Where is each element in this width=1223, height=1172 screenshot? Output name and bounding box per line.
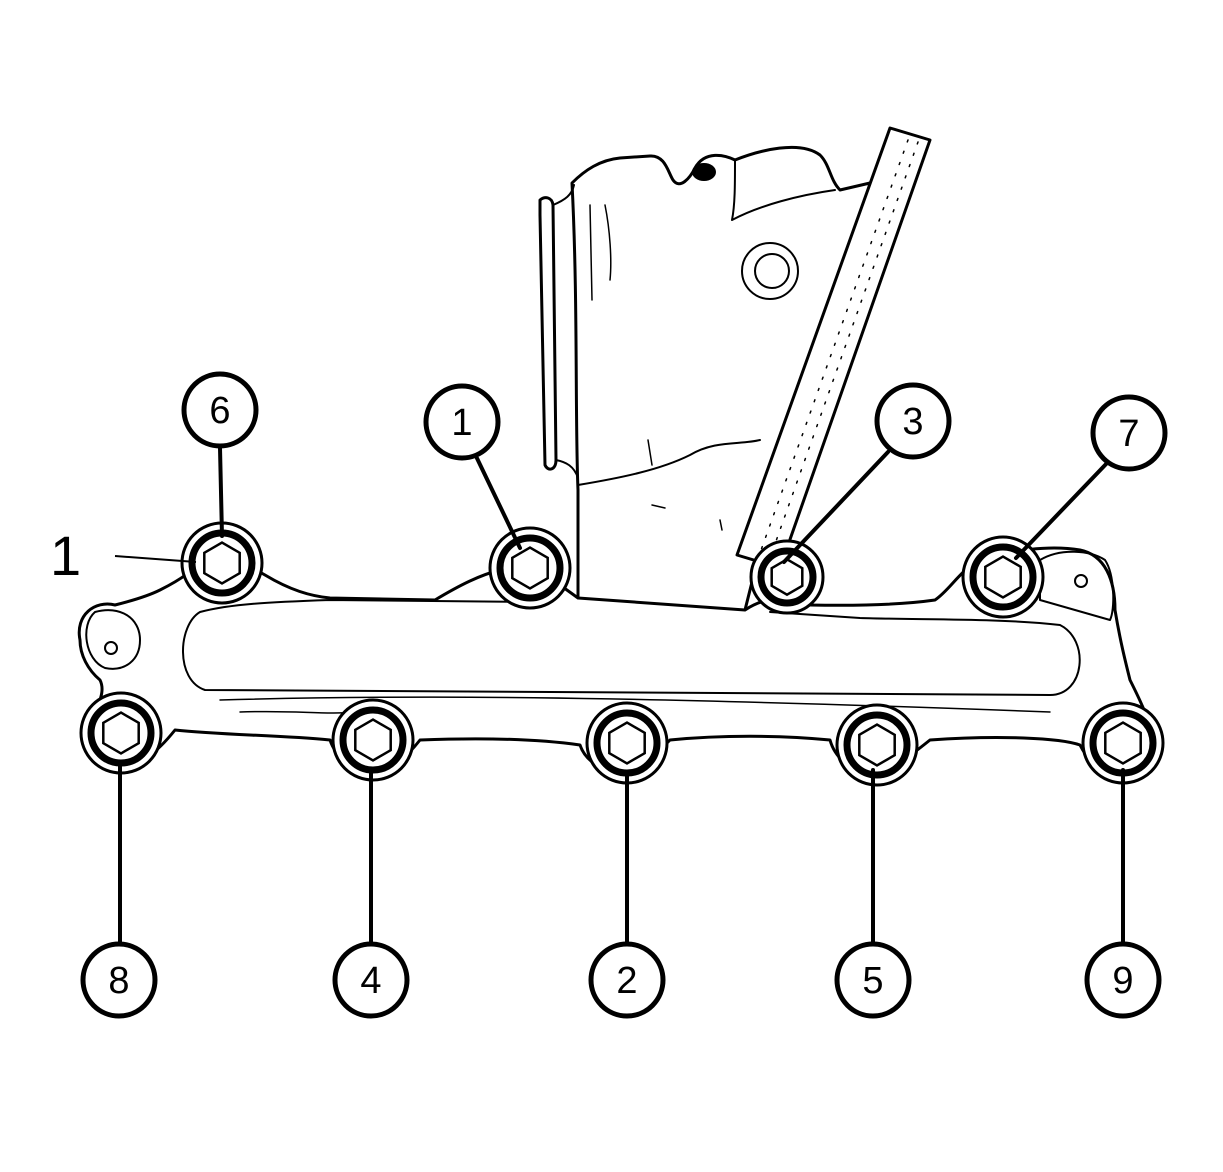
callout-5-circle xyxy=(834,941,912,1019)
callout-9-number: 9 xyxy=(1112,960,1133,1002)
leader-7 xyxy=(1014,460,1110,560)
bolt-group xyxy=(79,521,1165,787)
strap-rivet-pattern xyxy=(759,139,919,559)
bolt-7-hex-head xyxy=(984,555,1022,599)
leader-3 xyxy=(782,450,890,564)
bolt-2-hex-head xyxy=(608,721,646,765)
bolt-5 xyxy=(835,703,919,787)
leader-1 xyxy=(472,450,522,550)
callout-7-number: 7 xyxy=(1118,413,1139,455)
callout-6: 6 xyxy=(181,371,259,449)
callout-6-circle xyxy=(181,371,259,449)
left-mount-ear xyxy=(85,609,141,670)
outlet-flange-edge xyxy=(552,184,579,479)
callout-9-circle xyxy=(1084,941,1162,1019)
bolt-6-hex-head xyxy=(203,541,241,585)
leader-lines xyxy=(114,446,1125,944)
callout-2-circle xyxy=(588,941,666,1019)
callout-3-circle xyxy=(874,382,952,460)
bolt-8 xyxy=(79,691,163,775)
bolt-4 xyxy=(331,698,415,782)
bolt-9 xyxy=(1081,701,1165,785)
callout-7: 7 xyxy=(1090,394,1168,472)
housing-lower-contour xyxy=(577,439,761,486)
bolt-9-hex-head xyxy=(1104,721,1142,765)
outlet-housing xyxy=(570,145,872,613)
part-label: 1 xyxy=(50,524,81,587)
bolt-3 xyxy=(749,539,825,615)
left-ear-hole xyxy=(104,641,118,655)
callout-4: 4 xyxy=(332,941,410,1019)
right-mount-ear xyxy=(1039,550,1115,621)
callout-8-circle xyxy=(80,941,158,1019)
bolt-1 xyxy=(488,526,572,610)
bolt-8-hex-head xyxy=(102,711,140,755)
manifold-log-inner xyxy=(182,599,1081,696)
callout-4-circle xyxy=(332,941,410,1019)
callout-3: 3 xyxy=(874,382,952,460)
callout-8: 8 xyxy=(80,941,158,1019)
housing-contour xyxy=(731,159,836,221)
callout-9: 9 xyxy=(1084,941,1162,1019)
housing-boss-inner xyxy=(754,253,790,289)
callout-5: 5 xyxy=(834,941,912,1019)
callout-6-number: 6 xyxy=(209,390,230,432)
bolt-5-hex-head xyxy=(858,723,896,767)
leader-6 xyxy=(218,446,224,538)
housing-boss xyxy=(741,242,799,300)
bolt-2 xyxy=(585,701,669,785)
outlet-flange-ring xyxy=(538,196,558,471)
callout-1-circle xyxy=(423,383,501,461)
right-ear-hole xyxy=(1074,574,1088,588)
housing-hole xyxy=(692,163,716,181)
callout-5-number: 5 xyxy=(862,960,883,1002)
callout-1: 1 xyxy=(423,383,501,461)
callout-2-number: 2 xyxy=(616,960,637,1002)
callout-8-number: 8 xyxy=(108,960,129,1002)
bolt-4-hex-head xyxy=(354,718,392,762)
bolt-3-hex-head xyxy=(770,557,804,597)
callout-3-number: 3 xyxy=(902,401,923,443)
part-label-leader xyxy=(114,555,197,563)
exhaust-manifold-illustration xyxy=(77,126,1154,777)
bolt-7 xyxy=(961,535,1045,619)
callout-2: 2 xyxy=(588,941,666,1019)
bolt-1-hex-head xyxy=(511,546,549,590)
callout-7-circle xyxy=(1090,394,1168,472)
housing-detail-lines xyxy=(589,204,723,531)
bolt-6 xyxy=(180,521,264,605)
callout-1-number: 1 xyxy=(451,402,472,444)
callout-4-number: 4 xyxy=(360,960,381,1002)
